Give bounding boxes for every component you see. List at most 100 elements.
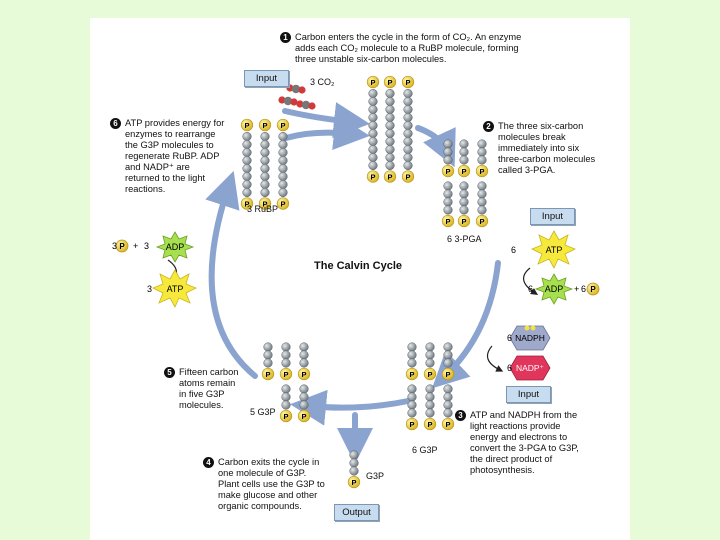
- carbon-atom: [368, 136, 378, 147]
- phosphate-label: P: [445, 217, 450, 226]
- carbon-atom: [443, 189, 453, 199]
- carbon-atom: [459, 197, 469, 207]
- carbon-atom: [407, 408, 417, 418]
- output-box: Output: [334, 504, 379, 521]
- carbon-atom: [281, 358, 291, 368]
- step-1: 1 Carbon enters the cycle in the form of…: [280, 32, 560, 65]
- count-adp-left: 3: [144, 241, 149, 251]
- phosphate-left: P: [115, 239, 129, 253]
- carbon-atom: [403, 104, 413, 115]
- phosphate-group: [297, 409, 311, 423]
- carbon-atom: [368, 152, 378, 163]
- carbon-atom: [281, 342, 291, 352]
- carbon-atom: [260, 187, 270, 198]
- step-6-text: ATP provides energy for enzymes to rearr…: [125, 118, 225, 194]
- carbon-atom: [459, 181, 469, 191]
- label-3-co2: 3 CO₂: [310, 77, 335, 87]
- phosphate-label: P: [387, 78, 392, 87]
- step-4: 4 Carbon exits the cycle in one molecule…: [203, 457, 353, 512]
- label-g3p-output: G3P: [366, 471, 385, 481]
- carbon-atom: [443, 358, 453, 368]
- carbon-atom: [443, 147, 453, 157]
- plus-right: +: [574, 284, 579, 294]
- phosphate-label: P: [301, 412, 306, 421]
- phosphate-group: [475, 214, 489, 228]
- carbon-atom: [385, 144, 395, 155]
- phosphate-label: P: [479, 167, 484, 176]
- carbon-atom: [407, 384, 417, 394]
- phosphate-group: [279, 409, 293, 423]
- phosphate-label: P: [387, 172, 392, 181]
- carbon-atom: [278, 131, 288, 142]
- phosphate-group: [347, 475, 361, 489]
- phosphate-label: P: [479, 217, 484, 226]
- phosphate-label: P: [445, 370, 450, 379]
- carbon-atom: [260, 131, 270, 142]
- carbon-atom: [407, 392, 417, 402]
- step-5: 5 Fifteen carbon atoms remain in five G3…: [164, 367, 259, 411]
- carbon-atom: [443, 384, 453, 394]
- phosphate-group: [366, 75, 380, 89]
- phosphate-label: P: [461, 217, 466, 226]
- label-5-g3p: 5 G3P: [250, 407, 276, 417]
- carbon-atom: [425, 400, 435, 410]
- count-p-left: 3: [112, 241, 117, 251]
- carbon-atom: [403, 120, 413, 131]
- phosphate-group: [457, 214, 471, 228]
- carbon-atom: [403, 88, 413, 99]
- carbon-atom: [385, 160, 395, 171]
- phosphate-group: [383, 170, 397, 183]
- phosphate-group: [258, 197, 272, 210]
- phosphate-group: [441, 367, 455, 381]
- phosphate-label: P: [262, 121, 267, 130]
- phosphate-group: [258, 118, 272, 132]
- atp-label-right: ATP: [546, 245, 563, 255]
- phosphate-label: P: [405, 172, 410, 181]
- carbon-atom: [443, 342, 453, 352]
- carbon-atom: [459, 147, 469, 157]
- phosphate-label: P: [409, 420, 414, 429]
- step-2-text: The three six-carbon molecules break imm…: [498, 121, 596, 175]
- nadp-badge: NADP⁺: [509, 355, 551, 381]
- phosphate-group: [279, 367, 293, 381]
- carbon-atom: [368, 128, 378, 139]
- carbon-atom: [407, 400, 417, 410]
- carbon-atom: [260, 163, 270, 174]
- carbon-atom: [299, 342, 309, 352]
- step-3-number: 3: [455, 410, 466, 421]
- carbon-atom: [443, 197, 453, 207]
- phosphate-label: P: [427, 370, 432, 379]
- carbon-atom: [299, 384, 309, 394]
- carbon-atom: [477, 189, 487, 199]
- arrow-five-to-rubp: [205, 170, 258, 379]
- phosphate-group: [401, 170, 415, 183]
- carbon-atom: [477, 197, 487, 207]
- carbon-atom: [443, 155, 453, 165]
- step-4-text: Carbon exits the cycle in one molecule o…: [218, 457, 325, 511]
- phosphate-group: [240, 118, 254, 132]
- carbon-atom: [368, 144, 378, 155]
- carbon-atom: [281, 350, 291, 360]
- nadph-badge: NADPH: [509, 325, 551, 351]
- carbon-atom: [403, 128, 413, 139]
- carbon-atom: [278, 155, 288, 166]
- carbon-atom: [477, 181, 487, 191]
- phosphate-label: P: [370, 78, 375, 87]
- input-box-atp: Input: [530, 208, 575, 225]
- carbon-atom: [443, 408, 453, 418]
- carbon-atom: [385, 96, 395, 107]
- carbon-atom: [443, 205, 453, 215]
- carbon-atom: [260, 139, 270, 150]
- phosphate-label: P: [370, 172, 375, 181]
- carbon-atom: [385, 104, 395, 115]
- step-1-text: Carbon enters the cycle in the form of C…: [295, 32, 522, 64]
- carbon-atom: [443, 350, 453, 360]
- cycle-arrows: [205, 102, 501, 464]
- carbon-atom: [425, 408, 435, 418]
- input-box-nadph: Input: [506, 386, 551, 403]
- arrow-input-to-six-carbon: [282, 102, 370, 138]
- nadph-curve-right: [486, 345, 504, 372]
